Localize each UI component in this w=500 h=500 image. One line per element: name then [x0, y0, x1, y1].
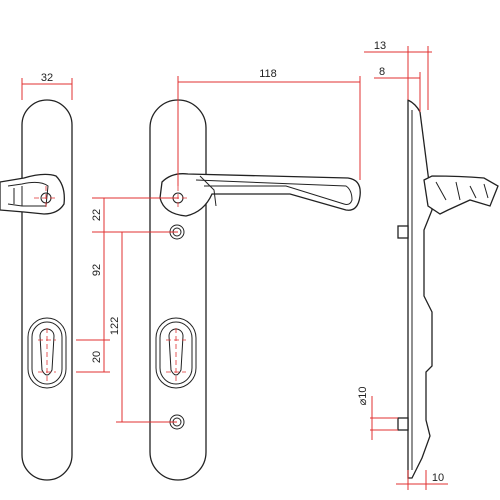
dimension-screw-diameter: ⌀10 [357, 387, 398, 440]
dimension-side-total: 13 [364, 40, 432, 110]
spindle-to-screw-label: 22 [91, 209, 103, 221]
dimension-cylinder-offset: 20 [76, 340, 110, 373]
screw-diameter-label: ⌀10 [357, 387, 369, 406]
side-total-label: 13 [374, 40, 386, 52]
side-view [397, 98, 499, 479]
spindle-to-cylinder-label: 92 [91, 264, 103, 276]
screw-to-screw-label: 122 [109, 317, 121, 335]
plate-width-label: 32 [41, 72, 53, 84]
dimension-lever-length: 118 [177, 68, 361, 186]
dimension-spindle-to-screw: 22 [91, 197, 178, 233]
dimension-plate-thickness: 10 [396, 470, 448, 490]
front-backplate [149, 99, 361, 481]
dimension-plate-width: 32 [21, 72, 73, 100]
dimension-side-plate: 8 [374, 66, 421, 112]
left-backplate [0, 99, 73, 481]
side-plate-label: 8 [379, 66, 385, 78]
dimension-spindle-to-cylinder: 92 [76, 232, 110, 341]
lever-length-label: 118 [259, 68, 277, 80]
cylinder-offset-label: 20 [91, 351, 103, 363]
dimension-screw-to-screw: 122 [109, 232, 177, 423]
plate-thickness-label: 10 [432, 472, 444, 484]
